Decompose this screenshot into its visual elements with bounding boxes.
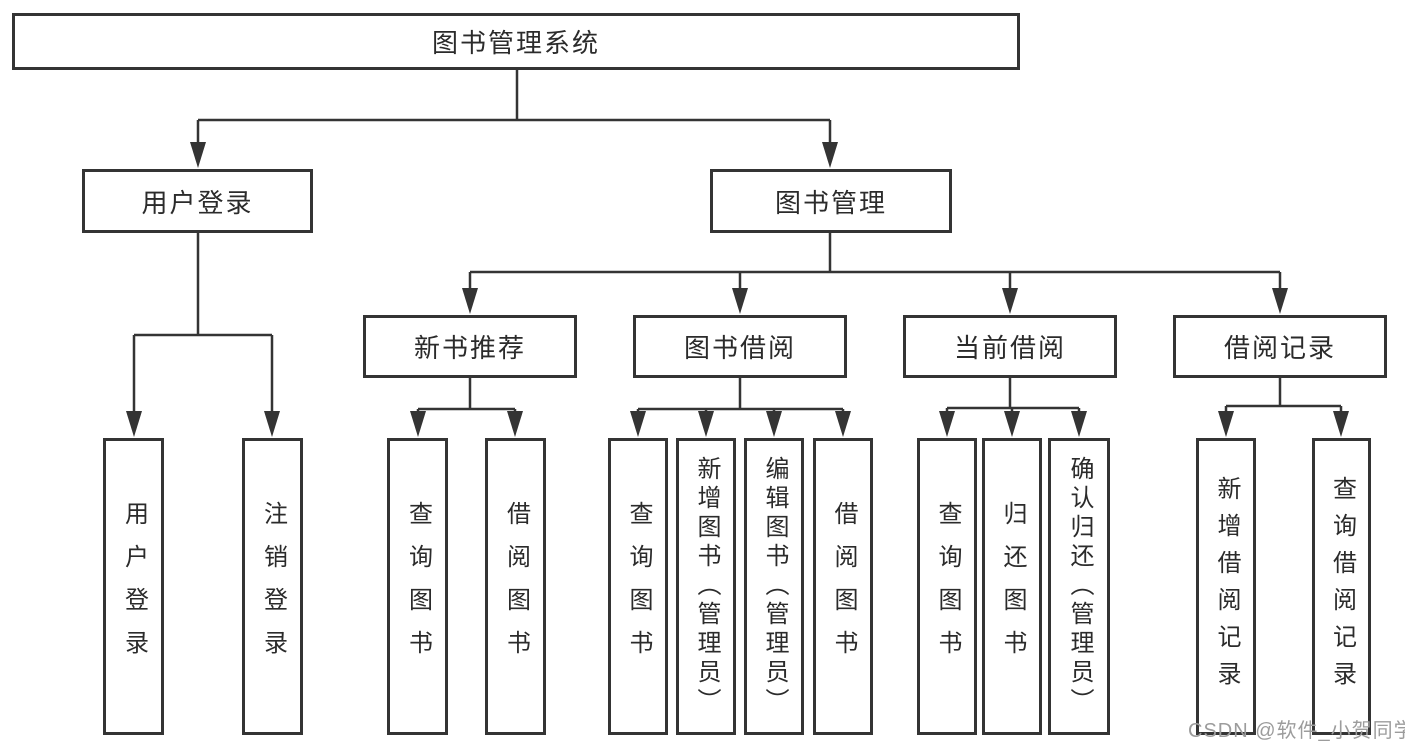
leaf-records-query-record: 查询借阅记录 [1312, 438, 1371, 735]
leaf-logout: 注销登录 [242, 438, 303, 735]
connector-current-to-leaves [945, 378, 1081, 416]
node-current-borrowing-label: 当前借阅 [953, 333, 1066, 363]
leaf-newbook-borrow-books: 借阅图书 [485, 438, 546, 735]
watermark: CSDN @软件_小贺同学 [1188, 720, 1405, 742]
leaf-records-query-record-label: 查询借阅记录 [1328, 475, 1356, 698]
leaf-records-add-record: 新增借阅记录 [1196, 438, 1256, 735]
node-root-system-label: 图书管理系统 [431, 28, 600, 58]
leaf-current-confirm-return-admin-label: 确认归还（管理员） [1066, 456, 1093, 717]
connector-root-to-level2 [196, 70, 832, 146]
leaf-logout-label: 注销登录 [259, 500, 287, 673]
leaf-borrowing-query-books-label: 查询图书 [625, 500, 652, 673]
connector-bookmgmt-to-level3 [468, 233, 1282, 294]
node-book-management: 图书管理 [710, 169, 952, 233]
leaf-newbook-query-books-label: 查询图书 [404, 500, 432, 673]
leaf-current-return-books: 归还图书 [982, 438, 1042, 735]
connector-borrowing-to-leaves [636, 378, 845, 416]
leaf-borrowing-borrow-books-label: 借阅图书 [830, 500, 857, 673]
leaf-borrowing-edit-books-admin-label: 编辑图书（管理员） [761, 456, 788, 717]
connector-userlogin-to-leaves [132, 233, 274, 416]
leaf-borrowing-query-books: 查询图书 [608, 438, 668, 735]
arrowheads [126, 142, 1349, 437]
leaf-borrowing-edit-books-admin: 编辑图书（管理员） [744, 438, 804, 735]
connector-newbooks-to-leaves [416, 378, 517, 416]
leaf-newbook-query-books: 查询图书 [387, 438, 448, 735]
node-user-login: 用户登录 [82, 169, 313, 233]
leaf-borrowing-add-books-admin: 新增图书（管理员） [676, 438, 736, 735]
leaf-borrowing-borrow-books: 借阅图书 [813, 438, 873, 735]
leaf-records-add-record-label: 新增借阅记录 [1213, 475, 1240, 698]
node-user-login-label: 用户登录 [141, 187, 254, 218]
node-borrowing-records-label: 借阅记录 [1223, 333, 1336, 363]
leaf-current-query-books-label: 查询图书 [934, 500, 961, 673]
node-book-borrowing-label: 图书借阅 [683, 333, 796, 363]
leaf-current-confirm-return-admin: 确认归还（管理员） [1048, 438, 1110, 735]
leaf-newbook-borrow-books-label: 借阅图书 [502, 500, 530, 673]
leaf-current-return-books-label: 归还图书 [999, 500, 1026, 673]
leaf-borrowing-add-books-admin-label: 新增图书（管理员） [693, 456, 720, 717]
node-book-management-label: 图书管理 [774, 187, 887, 218]
node-borrowing-records: 借阅记录 [1173, 315, 1387, 378]
leaf-current-query-books: 查询图书 [917, 438, 977, 735]
connector-paths [132, 70, 1343, 416]
node-root-system: 图书管理系统 [12, 13, 1020, 70]
node-book-borrowing: 图书借阅 [633, 315, 847, 378]
node-new-book-recommend: 新书推荐 [363, 315, 577, 378]
connector-records-to-leaves [1224, 378, 1343, 416]
leaf-user-login-label: 用户登录 [120, 500, 148, 673]
leaf-user-login: 用户登录 [103, 438, 164, 735]
node-new-book-recommend-label: 新书推荐 [413, 333, 526, 363]
node-current-borrowing: 当前借阅 [903, 315, 1117, 378]
